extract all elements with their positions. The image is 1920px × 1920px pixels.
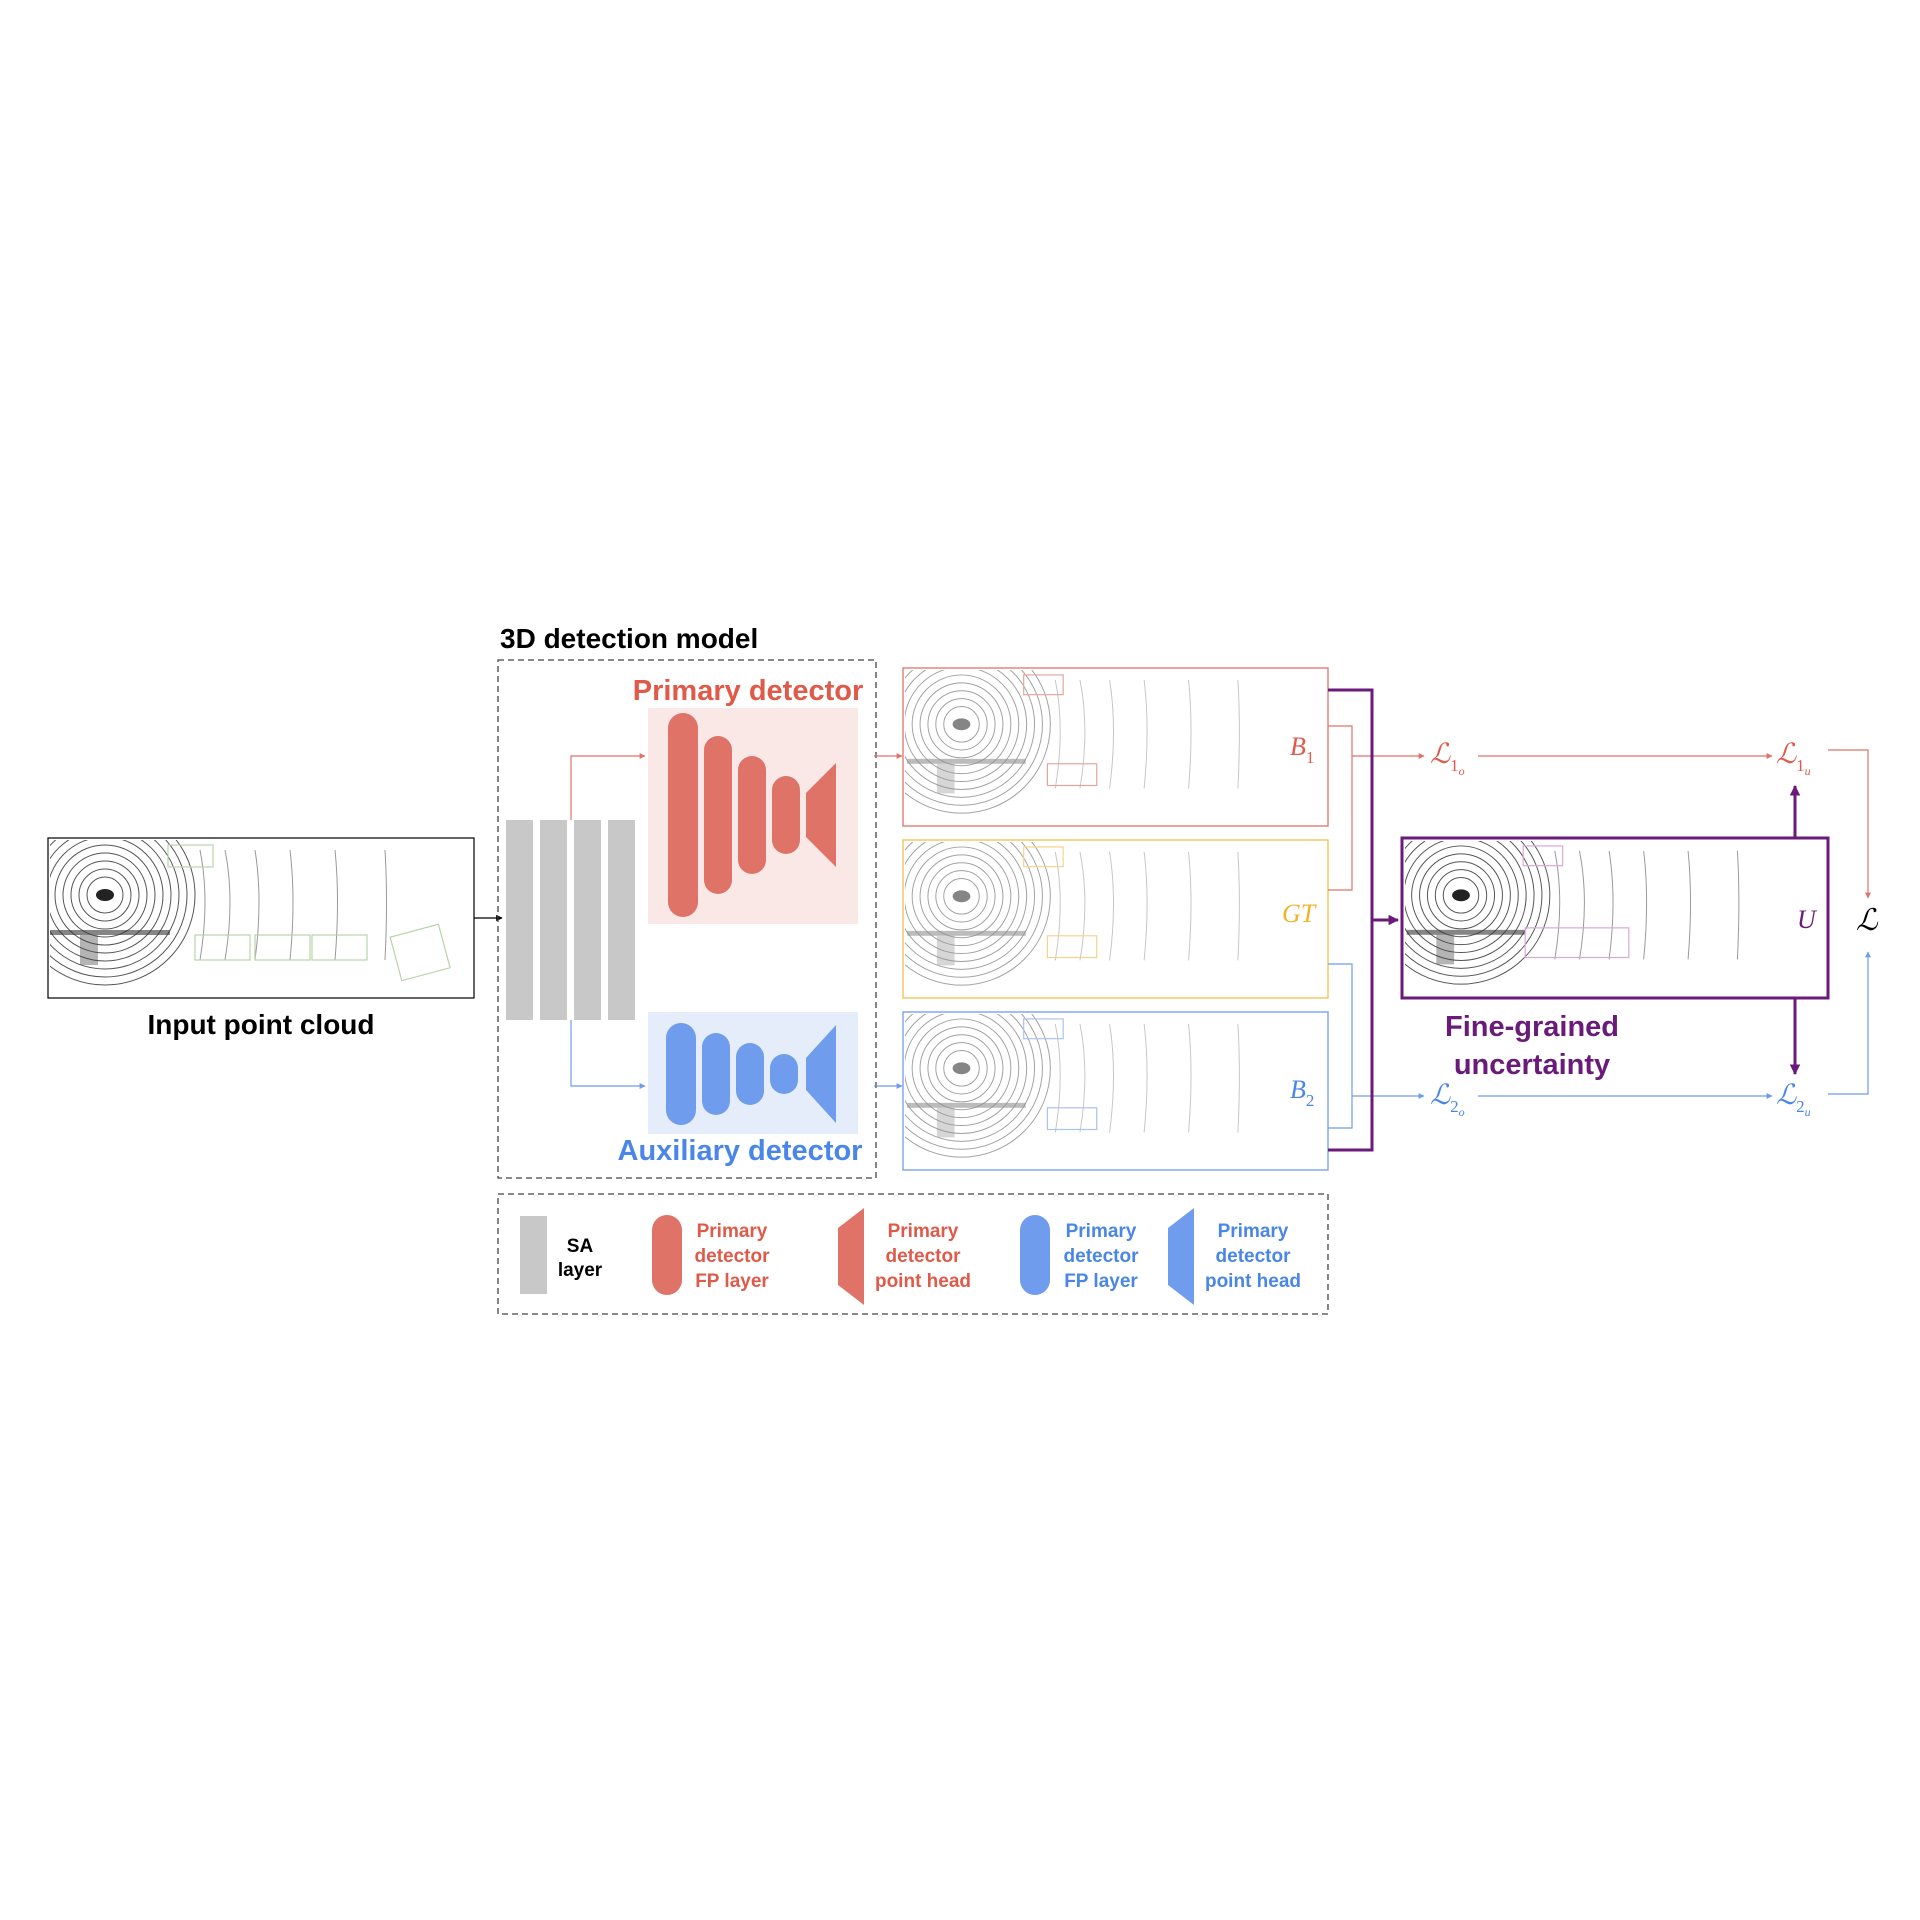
point-cloud-icon: [1405, 841, 1740, 985]
fp-layer-icon: [770, 1054, 798, 1094]
legend-sa-line2: layer: [558, 1260, 603, 1281]
point-cloud-icon: [905, 670, 1240, 814]
model-title: 3D detection model: [500, 623, 758, 654]
sa-layers: [506, 820, 635, 1020]
legend-primary-fp-line3: FP layer: [695, 1271, 769, 1292]
auxiliary-detector-label: Auxiliary detector: [618, 1135, 863, 1167]
uncertainty-panel: [1400, 836, 1830, 1000]
connector: [1328, 725, 1353, 891]
total-loss: ℒ: [1856, 904, 1879, 937]
legend-aux-fp-line2: detector: [1064, 1246, 1140, 1267]
arrow-icon: [1828, 749, 1871, 899]
connector: [1328, 963, 1353, 1129]
gt-panel: [902, 839, 1329, 999]
arrow-icon: [1828, 951, 1871, 1095]
fp-layer-icon: [738, 756, 766, 874]
loss-l1u: ℒ1u: [1776, 739, 1811, 778]
legend-primary-head-line3: point head: [875, 1271, 971, 1292]
legend-primary-fp-line1: Primary: [697, 1221, 768, 1242]
b1-label: B1: [1290, 732, 1314, 767]
legend: SA layer Primary detector FP layer Prima…: [497, 1193, 1329, 1315]
point-cloud-icon: [50, 840, 451, 986]
auxiliary-detector-layers: [666, 1023, 836, 1125]
primary-detector-label: Primary detector: [633, 675, 864, 707]
legend-aux-fp-line3: FP layer: [1064, 1271, 1138, 1292]
legend-primary-head-line2: detector: [886, 1246, 962, 1267]
loss-l2u: ℒ2u: [1776, 1080, 1811, 1119]
point-head-icon: [1168, 1208, 1194, 1305]
point-head-icon: [806, 763, 836, 867]
fp-layer-icon: [704, 736, 732, 894]
loss-l1o: ℒ1o: [1430, 739, 1465, 778]
primary-detector-layers: [668, 713, 836, 917]
legend-primary-head-line1: Primary: [888, 1221, 959, 1242]
fp-layer-icon: [652, 1215, 682, 1295]
legend-sa-line1: SA: [567, 1236, 594, 1257]
fp-layer-icon: [772, 776, 800, 854]
legend-aux-fp-line1: Primary: [1066, 1221, 1137, 1242]
uncertainty-bracket: [1328, 688, 1374, 1152]
point-cloud-icon: [905, 1014, 1240, 1158]
fp-layer-icon: [666, 1023, 696, 1125]
gt-label: GT: [1282, 899, 1317, 928]
arrow-icon: [570, 753, 646, 820]
b2-label: B2: [1290, 1075, 1314, 1110]
legend-aux-head-line2: detector: [1216, 1246, 1292, 1267]
b2-panel: [902, 1011, 1329, 1171]
b1-panel: [902, 667, 1329, 827]
model-box: [497, 659, 877, 1179]
sa-layer-icon: [540, 820, 567, 1020]
legend-aux-head-line1: Primary: [1218, 1221, 1289, 1242]
legend-aux-head-line3: point head: [1205, 1271, 1301, 1292]
u-label: U: [1797, 905, 1818, 934]
fp-layer-icon: [1020, 1215, 1050, 1295]
input-point-cloud: [47, 837, 475, 999]
fp-layer-icon: [702, 1033, 730, 1115]
uncertainty-label-line2: uncertainty: [1454, 1049, 1610, 1081]
fp-layer-icon: [736, 1043, 764, 1105]
sa-layer-icon: [574, 820, 601, 1020]
loss-l2o: ℒ2o: [1430, 1080, 1465, 1119]
point-head-icon: [838, 1208, 864, 1305]
point-cloud-icon: [905, 842, 1240, 986]
point-head-icon: [806, 1025, 836, 1123]
arrow-icon: [570, 1020, 646, 1089]
sa-layer-icon: [520, 1216, 547, 1294]
sa-layer-icon: [506, 820, 533, 1020]
sa-layer-icon: [608, 820, 635, 1020]
legend-primary-fp-line2: detector: [695, 1246, 771, 1267]
uncertainty-label-line1: Fine-grained: [1445, 1011, 1619, 1043]
fp-layer-icon: [668, 713, 698, 917]
input-label: Input point cloud: [147, 1009, 374, 1040]
